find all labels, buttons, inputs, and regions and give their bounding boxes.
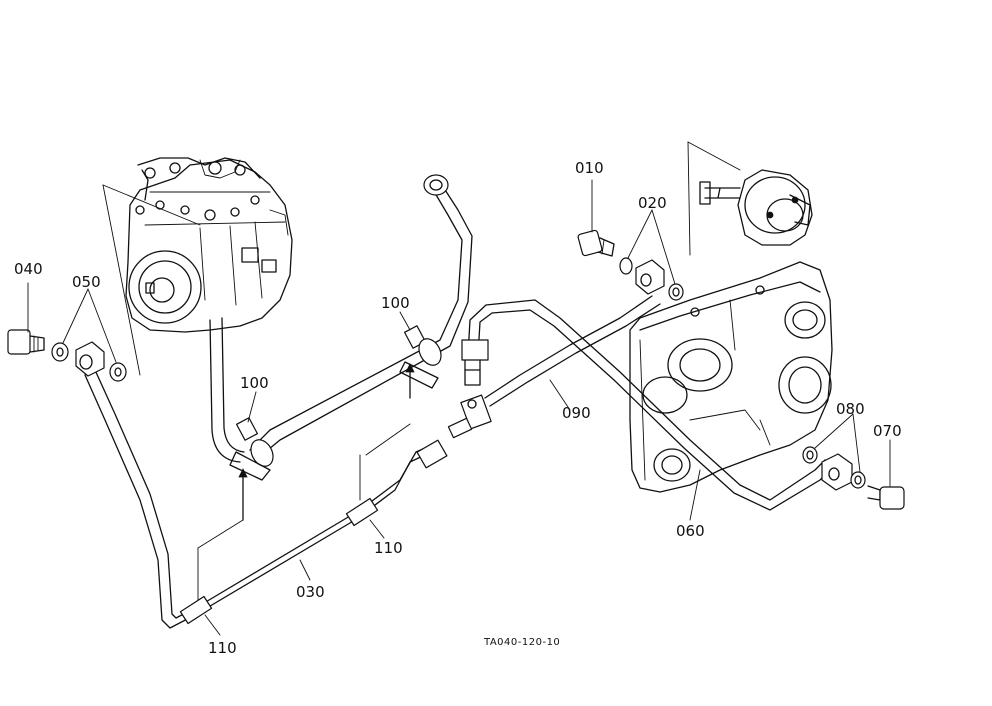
fuel-pipe-030 — [84, 369, 433, 629]
label-leaders — [27, 179, 891, 636]
leader-line — [687, 141, 741, 171]
fuel-filter-housing-illustration — [629, 261, 833, 493]
leader-line — [102, 184, 201, 226]
part-label-060: 060 — [676, 522, 705, 540]
drawing-code: TA040-120-10 — [483, 637, 560, 648]
return-pipe-100 — [229, 174, 473, 481]
hose-joint-110 — [179, 595, 213, 625]
part-label-100-lower: 100 — [240, 374, 269, 392]
part-label-030: 030 — [296, 583, 325, 601]
fuel-pipe-090 — [484, 295, 661, 407]
part-label-040: 040 — [14, 260, 43, 278]
leader-line — [102, 184, 141, 376]
arrow-marker — [238, 468, 248, 478]
part-label-100-upper: 100 — [381, 294, 410, 312]
part-label-110-lower: 110 — [208, 639, 237, 657]
injection-pump-illustration — [125, 157, 293, 463]
part-label-090: 090 — [562, 404, 591, 422]
part-label-110-upper: 110 — [374, 539, 403, 557]
part-label-080: 080 — [836, 400, 865, 418]
eye-bolt-assembly-040-050 — [7, 329, 127, 382]
part-label-010: 010 — [575, 159, 604, 177]
part-label-020: 020 — [638, 194, 667, 212]
fuel-pipe-060 — [467, 299, 831, 511]
center-fittings — [365, 339, 492, 469]
part-label-050: 050 — [72, 273, 101, 291]
eye-bolt-assembly-010-020 — [577, 229, 684, 301]
leader-line — [687, 141, 691, 256]
hose-joint-110 — [345, 497, 379, 527]
eye-bolt-assembly-070-080 — [802, 446, 905, 510]
feed-pump-illustration — [699, 169, 813, 246]
arrow-marker — [405, 363, 415, 373]
part-label-070: 070 — [873, 422, 902, 440]
